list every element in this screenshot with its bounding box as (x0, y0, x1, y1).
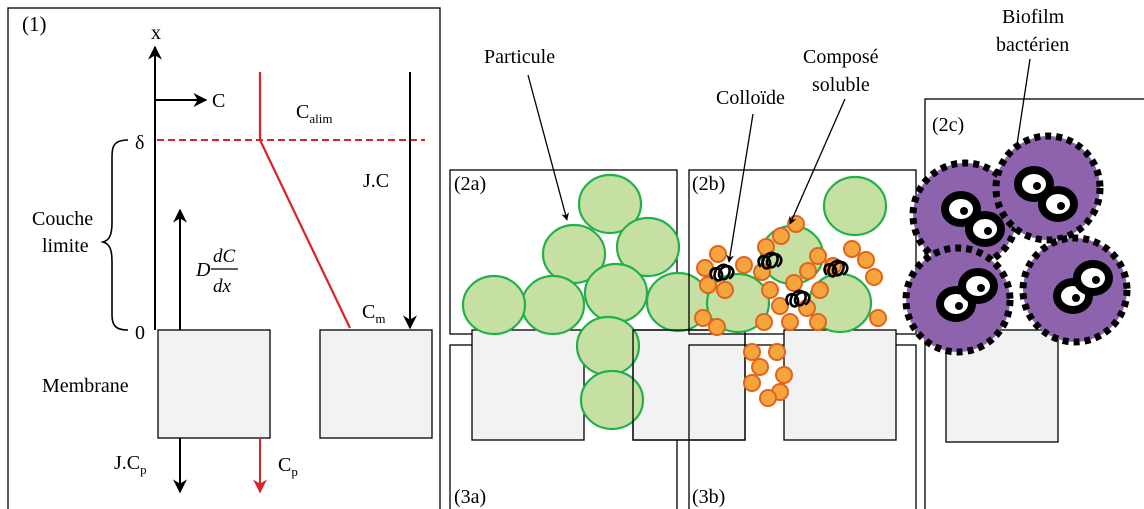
panel-2c-biofilm: (2c) Biofilm bactérien (902, 6, 1144, 509)
c-m-label: Cm (362, 301, 385, 326)
colloid (857, 251, 875, 269)
colloid (709, 245, 727, 263)
particle (822, 175, 888, 237)
couche-label: Couche (32, 208, 93, 230)
cp-label: Cp (278, 454, 298, 479)
svg-text:dC: dC (213, 246, 236, 267)
panel-2a-label: (2a) (454, 173, 486, 195)
zero-label: 0 (135, 322, 145, 344)
colloid (772, 227, 790, 245)
colloide-annotation: Colloïde (716, 87, 785, 109)
colloid (708, 318, 726, 336)
colloid (781, 313, 799, 331)
colloid (869, 309, 887, 327)
svg-text:D: D (195, 259, 211, 281)
colloid (811, 281, 829, 299)
biofilm-pointer (1013, 58, 1031, 152)
colloid (743, 343, 761, 361)
colloid (755, 313, 773, 331)
limite-label: limite (42, 235, 89, 257)
bacterium (992, 132, 1104, 244)
colloid (743, 374, 761, 392)
delta-label: δ (135, 132, 144, 154)
colloid (768, 343, 786, 361)
panel-1-label: (1) (22, 12, 47, 36)
panel-2b-3b-colloids: (2b) (3b) (632, 46, 917, 509)
colloid (785, 274, 803, 292)
colloid (809, 313, 827, 331)
bacteria-cluster (902, 132, 1131, 356)
colloid (699, 276, 717, 294)
membrane-block-right (319, 329, 433, 439)
colloid (735, 256, 753, 274)
membrane-block-left (157, 329, 271, 439)
panel-3a-label: (3a) (454, 486, 486, 508)
colloide-pointer (726, 113, 754, 263)
x-axis-label: x (151, 22, 161, 44)
panel-2c-label: (2c) (932, 114, 964, 136)
concentration-profile (258, 72, 351, 329)
diffusion-term: D dC dx (195, 246, 238, 297)
boundary-layer-brace (100, 139, 129, 331)
particle (615, 216, 681, 278)
panel-2b-label: (2b) (692, 173, 725, 195)
soluble-compound-squiggle (823, 259, 849, 278)
colloid (865, 268, 883, 286)
soluble-compound-squiggle (785, 289, 811, 308)
c-axis-label: C (212, 90, 225, 112)
colloid (775, 366, 793, 384)
particule-pointer (527, 74, 569, 221)
colloid (751, 358, 769, 376)
compose-annotation-line2: soluble (812, 74, 870, 96)
colloid (694, 309, 712, 327)
panel-3b-label: (3b) (692, 486, 725, 508)
membrane-block-2b-right (783, 329, 897, 441)
biofilm-annotation-line1: Biofilm (1002, 6, 1065, 28)
colloid (771, 297, 789, 315)
jcp-label: J.Cp (114, 452, 147, 477)
colloid (843, 240, 861, 258)
membrane-label: Membrane (42, 375, 129, 397)
svg-text:dx: dx (213, 276, 232, 297)
particle-cluster (461, 173, 711, 431)
panel-1-concentration-polarization: (1) x C δ 0 Calim J.C Cm Couche limite D… (7, 7, 441, 509)
particle (520, 274, 586, 336)
soluble-compound-squiggle (709, 263, 735, 282)
colloid (759, 389, 777, 407)
compose-annotation-line1: Composé (803, 46, 879, 68)
colloid (799, 262, 817, 280)
particle (461, 274, 527, 336)
colloid (716, 281, 734, 299)
bacterium (1019, 234, 1131, 346)
particule-annotation: Particule (484, 46, 555, 68)
membrane-block-2a-left (471, 329, 585, 441)
c-alim-label: Calim (296, 101, 332, 126)
particle (579, 369, 645, 431)
particle (577, 173, 643, 235)
panel-1-frame (7, 7, 441, 509)
compose-pointer (789, 98, 846, 225)
colloid (761, 281, 779, 299)
bacterium (902, 244, 1014, 356)
particle (575, 315, 641, 377)
jc-label: J.C (363, 170, 389, 192)
soluble-compound-squiggle (757, 251, 783, 270)
soluble-compounds (709, 251, 849, 308)
biofilm-annotation-line2: bactérien (996, 34, 1069, 56)
particle (583, 262, 649, 324)
colloid (809, 247, 827, 265)
